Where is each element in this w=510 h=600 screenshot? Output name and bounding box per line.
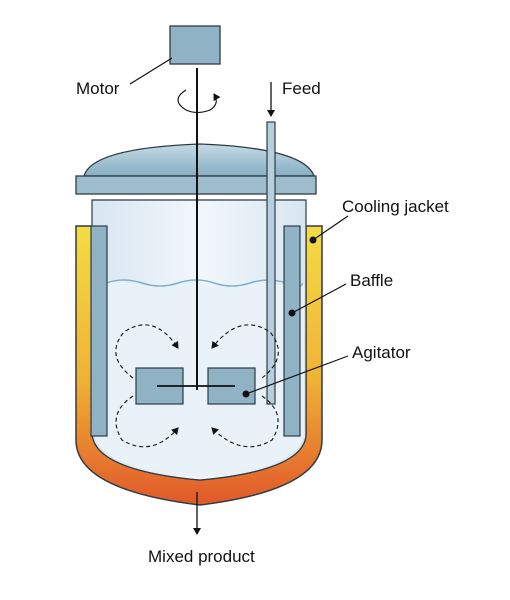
- liquid: [94, 280, 304, 477]
- flow-circulation-arrows: [115, 324, 279, 448]
- label-cooling-jacket: Cooling jacket: [342, 197, 449, 216]
- baffle-leader: [291, 283, 347, 314]
- baffle-right: [283, 225, 301, 437]
- flow-arrow-upper-right: [211, 324, 279, 379]
- motor-leader: [129, 57, 173, 85]
- label-mixed-product: Mixed product: [148, 547, 255, 566]
- vessel-lid-dome: [83, 143, 315, 177]
- motor-box: [169, 25, 221, 65]
- rotation-arrow-icon: [177, 89, 221, 114]
- flow-arrow-lower-right: [211, 395, 279, 448]
- agitator-dot: [242, 390, 250, 398]
- flow-arrow-lower-left: [115, 395, 179, 448]
- label-motor: Motor: [76, 79, 120, 98]
- agitator-leader: [245, 355, 349, 395]
- baffle-left: [90, 225, 108, 437]
- label-baffle: Baffle: [350, 271, 393, 290]
- baffle-dot: [288, 309, 296, 317]
- cooling-jacket-dot: [309, 236, 317, 244]
- label-agitator: Agitator: [352, 343, 411, 362]
- cooling-jacket-leader: [312, 215, 349, 241]
- label-feed: Feed: [282, 79, 321, 98]
- feed-pipe: [266, 121, 276, 405]
